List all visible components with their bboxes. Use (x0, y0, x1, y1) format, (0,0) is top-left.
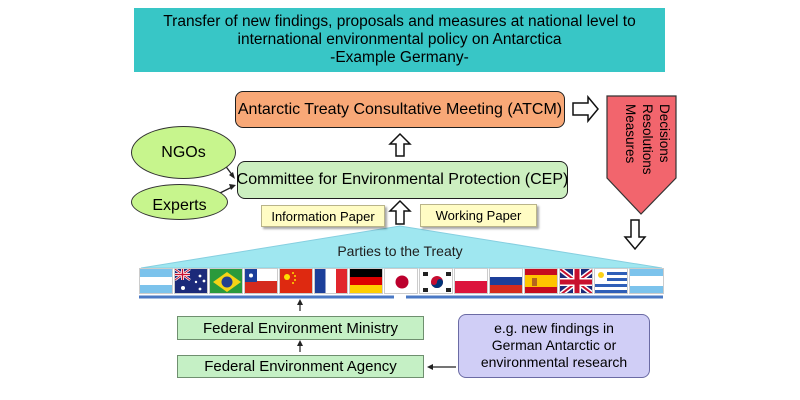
arrow-papers-to-cep (388, 199, 412, 225)
russia-flag (489, 268, 523, 294)
resolutions-label: Resolutions (640, 104, 655, 175)
title-line-3: -Example Germany- (330, 49, 469, 66)
cep-box: Committee for Environmental Protection (… (237, 161, 568, 199)
federal-environment-agency-box: Federal Environment Agency (177, 355, 424, 378)
germany-flag (349, 268, 383, 294)
arrow-atcm-to-outputs (572, 94, 599, 124)
research-findings-box: e.g. new findings in German Antarctic or… (458, 314, 650, 378)
extra-flag (629, 268, 664, 294)
brazil-flag (209, 268, 243, 294)
flags-row (139, 268, 664, 294)
decisions-label: Decisions (657, 104, 672, 163)
australia-flag (174, 268, 208, 294)
title-banner: Transfer of new findings, proposals and … (134, 8, 665, 72)
outputs-label: Decisions Resolutions Measures (605, 104, 675, 224)
arrow-cep-to-atcm (388, 132, 412, 157)
research-line-3: environmental research (480, 354, 628, 370)
information-paper-note: Information Paper (261, 205, 385, 227)
poland-flag (454, 268, 488, 294)
title-line-1: Transfer of new findings, proposals and … (163, 13, 636, 30)
research-line-1: e.g. new findings in (494, 320, 614, 336)
title-line-2: international environmental policy on An… (237, 31, 562, 48)
argentina-flag (139, 268, 173, 294)
uruguay-flag (594, 268, 628, 294)
france-flag (314, 268, 348, 294)
measures-label: Measures (623, 104, 638, 164)
spain-flag (524, 268, 558, 294)
ngos-oval: NGOs (131, 126, 236, 179)
research-line-2: German Antarctic or (491, 337, 617, 353)
china-flag (279, 268, 313, 294)
south-korea-flag (419, 268, 453, 294)
atcm-box: Antarctic Treaty Consultative Meeting (A… (235, 91, 565, 128)
uk-flag (559, 268, 593, 294)
working-paper-note: Working Paper (420, 204, 537, 227)
japan-flag (384, 268, 418, 294)
arrow-outputs-to-parties (623, 219, 647, 251)
parties-label: Parties to the Treaty (337, 243, 463, 259)
federal-environment-ministry-box: Federal Environment Ministry (177, 316, 424, 340)
chile-flag (244, 268, 278, 294)
outputs-arrow-shape (606, 95, 677, 215)
experts-oval: Experts (131, 184, 228, 220)
